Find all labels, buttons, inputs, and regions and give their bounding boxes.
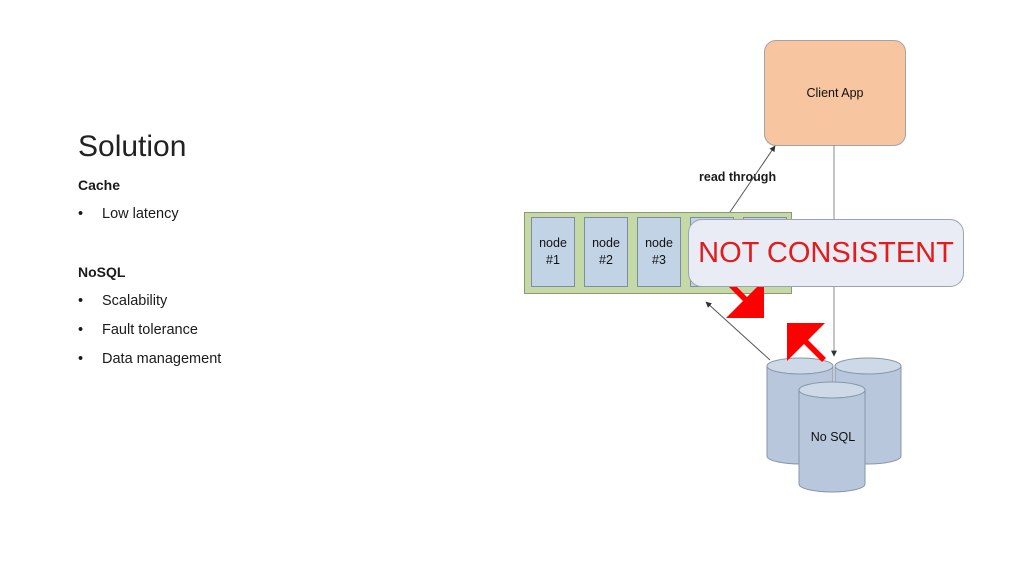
section-heading-nosql: NoSQL [78, 264, 126, 280]
red-arrow-up [787, 323, 826, 362]
node-label: node [592, 236, 620, 250]
callout-text: NOT CONSISTENT [698, 236, 954, 269]
bullet-dot: • [78, 293, 84, 309]
slide-title: Solution [78, 130, 187, 163]
bullet-text: Low latency [102, 206, 179, 222]
bullet-text: Fault tolerance [102, 322, 198, 338]
cache-node: node #1 [531, 217, 575, 287]
database-cylinders [766, 357, 902, 493]
client-app-box: Client App [764, 40, 906, 146]
bullet-text: Data management [102, 351, 222, 367]
node-number: #3 [652, 253, 666, 267]
section-heading-cache: Cache [78, 177, 121, 193]
node-label: node [645, 236, 673, 250]
db-to-cache-arrow [705, 301, 771, 361]
bullet-dot: • [78, 351, 84, 367]
node-label: node [539, 236, 567, 250]
bullet-text: Scalability [102, 293, 168, 309]
node-number: #2 [599, 253, 613, 267]
database-label: No SQL [810, 430, 856, 444]
bullet-dot: • [78, 322, 84, 338]
bullet-dot: • [78, 206, 84, 222]
cache-node: node #2 [584, 217, 628, 287]
node-number: #1 [546, 253, 560, 267]
client-app-label: Client App [806, 86, 864, 100]
not-consistent-callout: NOT CONSISTENT [688, 219, 964, 287]
cache-node: node #3 [637, 217, 681, 287]
read-through-arrow [729, 145, 776, 213]
